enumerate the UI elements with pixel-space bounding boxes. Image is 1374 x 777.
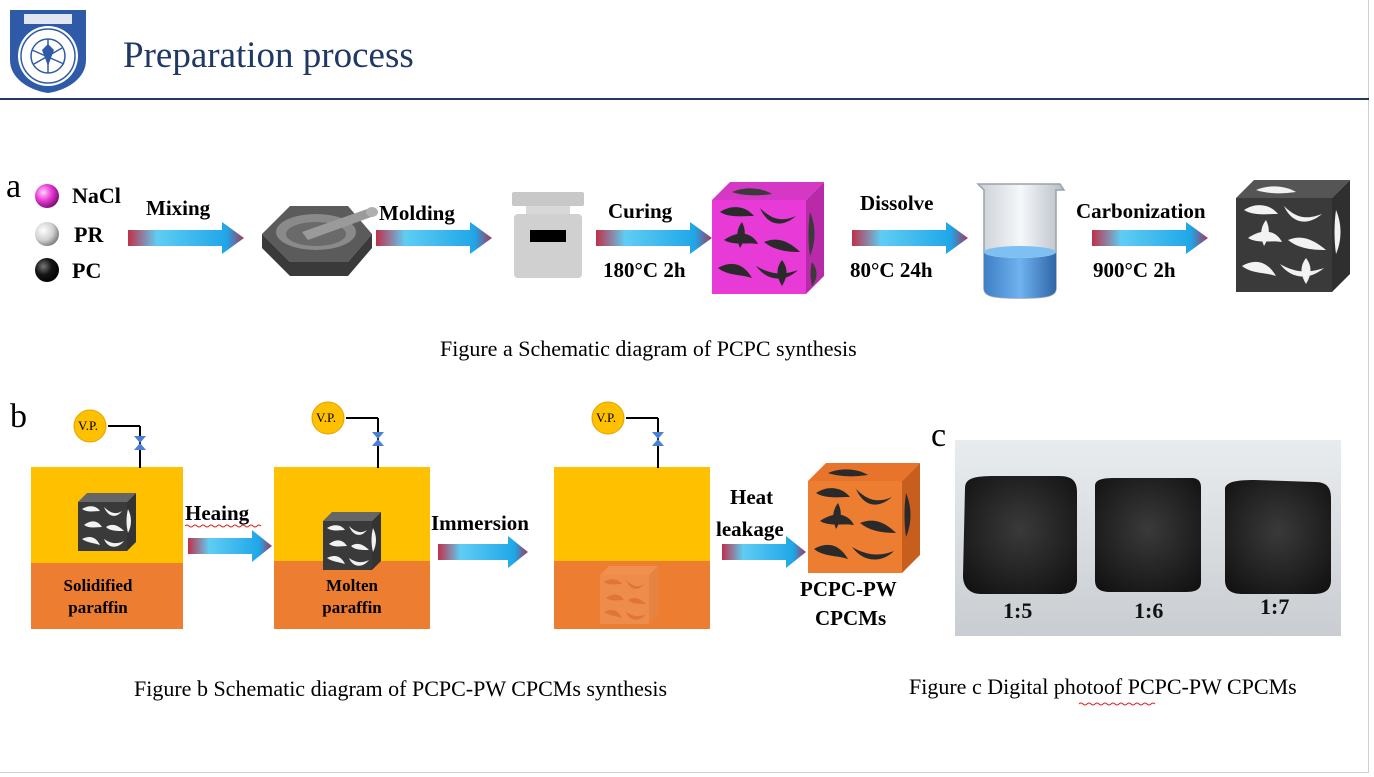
- arrow-immersion: [438, 536, 528, 568]
- arrow-mixing: [128, 222, 244, 254]
- vacuum-pump-3-icon: [591, 401, 664, 468]
- vacuum-pump-1-icon: [73, 409, 146, 468]
- mold-icon: [512, 192, 584, 278]
- arrow-dissolve: [852, 222, 968, 254]
- carbon-cube-icon: [1236, 180, 1350, 292]
- beaker-icon: [976, 183, 1066, 299]
- vp-label-1: V.P.: [78, 418, 99, 433]
- label-molding: Molding: [379, 201, 455, 225]
- arrow-heat-leakage: [722, 536, 806, 568]
- ratio-label-2: 1:6: [1134, 598, 1164, 623]
- header-divider: [0, 98, 1369, 100]
- pr-ball-icon: [35, 222, 59, 246]
- panel-c-letter: c: [931, 417, 947, 454]
- photo-cpcm-samples: [955, 440, 1341, 636]
- university-logo-icon: [10, 10, 86, 93]
- stage2-label-2: paraffin: [322, 598, 382, 617]
- stage1-cube-icon: [78, 493, 136, 551]
- label-immersion: Immersion: [431, 511, 529, 535]
- ratio-label-3: 1:7: [1260, 594, 1290, 619]
- cured-cube-icon: [712, 182, 824, 294]
- legend-pc: PC: [72, 258, 102, 283]
- arrow-molding: [376, 222, 492, 254]
- stage3-top-region: [554, 467, 710, 561]
- mortar-icon: [262, 206, 378, 276]
- arrow-heating: [188, 530, 272, 562]
- vp-label-2: V.P.: [316, 410, 337, 425]
- nacl-ball-icon: [35, 184, 59, 208]
- arrow-curing: [596, 222, 712, 254]
- legend-nacl: NaCl: [72, 183, 121, 208]
- stage2-cube-icon: [323, 512, 381, 570]
- vp-label-3: V.P.: [596, 410, 617, 425]
- condition-carbonization: 900°C 2h: [1093, 258, 1176, 282]
- ratio-label-1: 1:5: [1003, 598, 1033, 623]
- spellcheck-underline-heating: [184, 524, 262, 528]
- condition-curing: 180°C 2h: [603, 258, 686, 282]
- label-mixing: Mixing: [146, 196, 211, 220]
- label-heat: Heat: [730, 485, 774, 509]
- panel-a-letter: a: [6, 168, 22, 205]
- stage3-cube-icon: [600, 566, 658, 624]
- vacuum-pump-2-icon: [311, 401, 384, 468]
- condition-dissolve: 80°C 24h: [850, 258, 933, 282]
- spellcheck-underline-photoof: [1078, 702, 1156, 706]
- label-carbonization: Carbonization: [1076, 199, 1206, 223]
- legend-pr: PR: [74, 222, 104, 247]
- arrow-carbonization: [1092, 222, 1208, 254]
- stage1-label-1: Solidified: [63, 576, 133, 595]
- stage1-paraffin-region: [31, 563, 183, 629]
- label-dissolve: Dissolve: [860, 191, 934, 215]
- product-label-2: CPCMs: [815, 606, 887, 630]
- panel-b-letter: b: [10, 398, 27, 435]
- pcpc-pw-cube-icon: [808, 463, 920, 573]
- page-title: Preparation process: [123, 35, 414, 76]
- caption-b: Figure b Schematic diagram of PCPC-PW CP…: [134, 676, 668, 701]
- pc-ball-icon: [35, 258, 59, 282]
- product-label-1: PCPC-PW: [800, 577, 897, 601]
- label-leakage: leakage: [716, 517, 784, 541]
- label-curing: Curing: [608, 199, 673, 223]
- stage2-paraffin-region: [274, 561, 430, 629]
- stage1-label-2: paraffin: [68, 598, 128, 617]
- caption-a: Figure a Schematic diagram of PCPC synth…: [440, 336, 857, 361]
- label-heating: Heaing: [185, 501, 250, 525]
- caption-c: Figure c Digital photoof PCPC-PW CPCMs: [909, 674, 1297, 699]
- stage2-label-1: Molten: [326, 576, 378, 595]
